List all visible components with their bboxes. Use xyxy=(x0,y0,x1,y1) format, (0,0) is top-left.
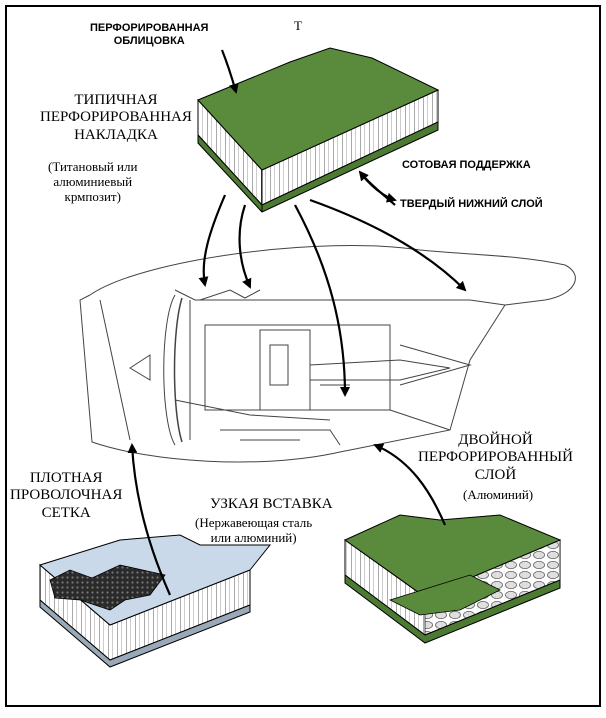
label-solid-bottom: ТВЕРДЫЙ НИЖНИЙ СЛОЙ xyxy=(400,198,543,210)
label-double-material: (Алюминий) xyxy=(463,487,534,502)
label-t-mark: T xyxy=(294,18,302,33)
label-line: ОБЛИЦОВКА xyxy=(113,34,185,47)
label-typical-overlay: ТИПИЧНАЯ ПЕРФОРИРОВАННАЯ НАКЛАДКА xyxy=(40,92,192,144)
double-layer-panel xyxy=(344,514,562,644)
wire-mesh-layer xyxy=(49,564,166,611)
label-line: крмпозит) xyxy=(64,188,121,204)
label-double-perforated: ДВОЙНОЙ ПЕРФОРИРОВАННЫЙ СЛОЙ xyxy=(418,432,573,484)
label-perforated-face: ПЕРФОРИРОВАННАЯ ОБЛИЦОВКА xyxy=(90,22,208,47)
arrow-to-nacelle-3 xyxy=(294,204,350,397)
arrow-to-nacelle-2 xyxy=(238,204,252,289)
label-line: (Титановый или xyxy=(48,159,138,174)
label-line: ТИПИЧНАЯ xyxy=(74,92,158,108)
arrow-to-nacelle-4 xyxy=(309,198,467,292)
engine-nacelle xyxy=(79,245,576,463)
frame-border xyxy=(5,5,601,707)
arrow-perforated-face xyxy=(220,49,239,94)
top-panel xyxy=(197,47,440,213)
arrows xyxy=(127,49,467,596)
label-line: ПРОВОЛОЧНАЯ xyxy=(10,487,123,504)
arrow-mesh-to-nacelle xyxy=(127,443,172,596)
label-line: ПЛОТНАЯ xyxy=(29,470,103,486)
label-line: ПЕРФОРИРОВАННАЯ xyxy=(90,22,209,34)
arrow-solid-bottom xyxy=(358,170,396,206)
arrow-double-to-nacelle xyxy=(373,443,447,526)
label-honeycomb-support: СОТОВАЯ ПОДДЕРЖКА xyxy=(402,159,531,171)
label-line: ПЕРФОРИРОВАННЫЙ xyxy=(418,449,573,466)
label-typical-material: (Титановый или алюминиевый крмпозит) xyxy=(48,159,138,205)
label-line: ПЕРФОРИРОВАННАЯ xyxy=(40,109,192,126)
label-line: или алюминий) xyxy=(210,529,297,545)
label-line: (Нержавеющая сталь xyxy=(195,515,313,530)
mesh-panel xyxy=(38,534,272,668)
label-dense-mesh: ПЛОТНАЯ ПРОВОЛОЧНАЯ СЕТКА xyxy=(10,470,122,522)
label-line: СЛОЙ xyxy=(474,466,517,483)
arrow-to-nacelle-1 xyxy=(198,194,227,287)
label-narrow-material: (Нержавеющая сталь или алюминий) xyxy=(195,515,313,546)
label-line: НАКЛАДКА xyxy=(74,126,158,143)
double-layer-inner-face xyxy=(388,574,501,616)
label-narrow-insert: УЗКАЯ ВСТАВКА xyxy=(210,496,333,512)
label-line: СЕТКА xyxy=(41,504,91,521)
label-line: ДВОЙНОЙ xyxy=(458,432,533,448)
label-line: алюминиевый xyxy=(53,173,133,189)
